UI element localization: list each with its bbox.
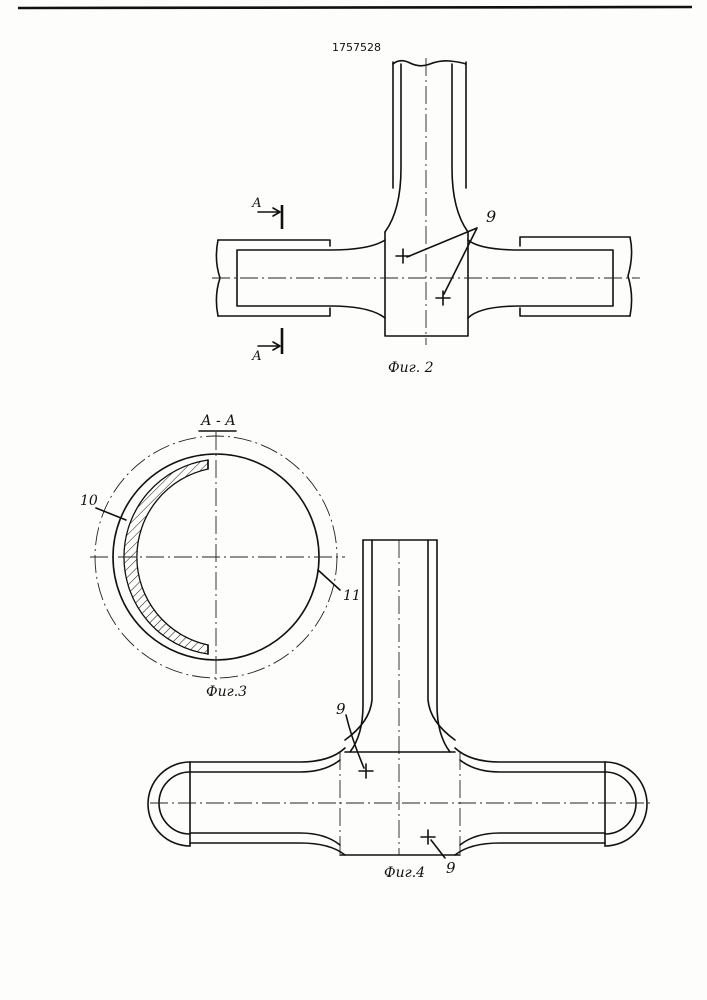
left-arm-rounded-end xyxy=(148,762,190,846)
right-arm-outer xyxy=(455,748,605,855)
junction-dashed-sides xyxy=(340,752,460,855)
figure-2: 9 А А Фиг. 2 xyxy=(212,58,640,376)
section-title: А - А xyxy=(200,413,236,429)
right-arm-inner xyxy=(460,760,605,845)
left-arm-inner xyxy=(190,760,340,845)
section-marker-top: А xyxy=(251,196,262,211)
label-11: 11 xyxy=(343,588,361,604)
vertical-break-line xyxy=(393,61,466,66)
left-arm-outer xyxy=(190,748,345,855)
right-arm-rounded-end xyxy=(605,762,647,846)
vertical-arm-outer-right xyxy=(437,540,450,752)
central-junction xyxy=(385,232,468,336)
figure-4-caption: Фиг.4 xyxy=(384,865,425,881)
figure-2-caption: Фиг. 2 xyxy=(388,360,434,376)
vertical-arm-outer-left xyxy=(350,540,363,752)
leader-line-11 xyxy=(318,570,340,590)
leader-line-9 xyxy=(407,228,477,294)
hatched-insert-10 xyxy=(124,460,208,654)
cross-mark xyxy=(436,291,450,305)
label-9-bottom: 9 xyxy=(446,859,456,877)
figure-3-caption: Фиг.3 xyxy=(206,684,247,700)
vertical-outer-tube xyxy=(393,62,466,188)
label-9: 9 xyxy=(486,207,496,226)
figure-3: А - А 10 11 Фиг.3 xyxy=(80,413,361,700)
label-9-top: 9 xyxy=(336,700,346,718)
left-inner-tube xyxy=(237,240,385,318)
leader-line-10 xyxy=(96,508,126,520)
patent-number: 1757528 xyxy=(332,41,381,54)
vertical-arm-inner-left xyxy=(345,540,372,740)
right-inner-tube xyxy=(468,240,613,318)
cross-mark xyxy=(359,764,373,778)
figure-4: 9 9 Фиг.4 xyxy=(148,540,650,881)
vertical-arm-inner-right xyxy=(428,540,455,740)
right-break-line xyxy=(628,237,632,316)
section-marker-bottom: А xyxy=(251,349,262,364)
page-top-border xyxy=(18,7,692,8)
label-10: 10 xyxy=(80,493,98,509)
junction-edges xyxy=(340,752,460,855)
